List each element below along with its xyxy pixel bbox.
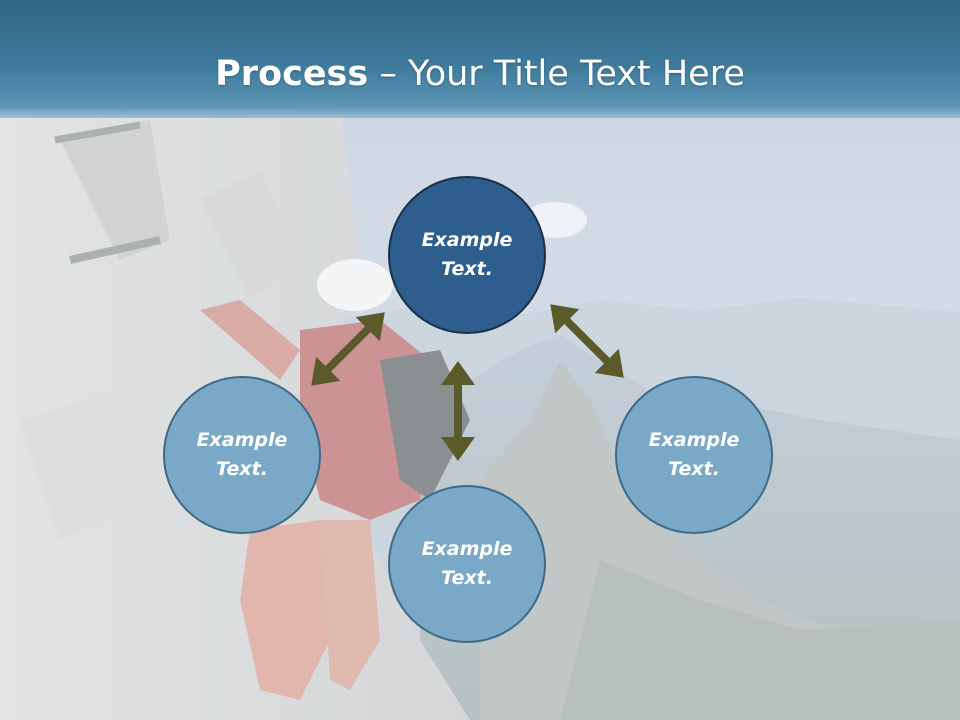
arrow-group [311,304,624,461]
node-bottom-label: Example Text. [421,538,513,589]
process-node-bottom: Example Text. [388,485,546,643]
double-arrow-right [550,304,624,378]
title-bar [0,0,960,118]
node-top-label: Example Text. [421,229,513,280]
slide-title: Process – Your Title Text Here [0,52,960,96]
double-arrow-vertical [441,361,475,461]
node-left-label: Example Text. [196,429,288,480]
process-node-left: Example Text. [163,376,321,534]
title-bold: Process [215,54,369,94]
process-node-right: Example Text. [615,376,773,534]
process-node-top: Example Text. [388,176,546,334]
node-right-label: Example Text. [648,429,740,480]
title-rest: – Your Title Text Here [368,54,745,94]
double-arrow-left [311,312,385,386]
